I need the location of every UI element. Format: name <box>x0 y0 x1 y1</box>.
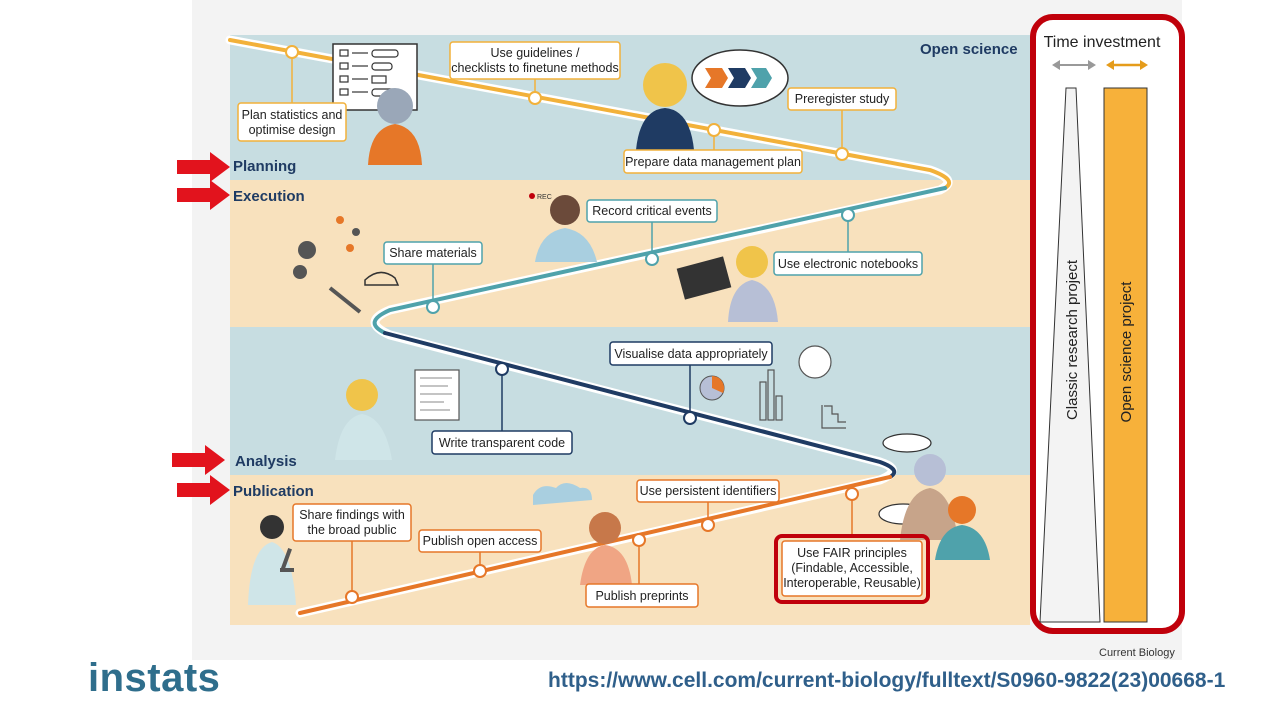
path-planning <box>228 38 951 190</box>
publication-scientists-icon <box>878 433 990 560</box>
open-project-label: Open science project <box>1118 281 1135 423</box>
svg-text:Use electronic notebooks: Use electronic notebooks <box>778 257 918 271</box>
open-project-bar <box>1103 87 1148 623</box>
step-guidelines: Use guidelines / checklists to finetune … <box>449 41 621 80</box>
research-path <box>225 35 953 618</box>
step-plan-statistics: Plan statistics and optimise design <box>237 102 347 142</box>
step-electronic-notebooks: Use electronic notebooks <box>773 251 923 276</box>
svg-text:Visualise data appropriately: Visualise data appropriately <box>614 347 768 361</box>
rec-label: REC <box>537 194 552 201</box>
svg-text:the broad public: the broad public <box>308 523 397 537</box>
svg-text:Publish preprints: Publish preprints <box>595 589 688 603</box>
source-url[interactable]: https://www.cell.com/current-biology/ful… <box>548 669 1226 692</box>
svg-text:Use FAIR principles: Use FAIR principles <box>797 546 907 560</box>
time-investment-panel: Time investment Classic research project… <box>1030 14 1185 634</box>
classic-project-bar <box>1039 87 1101 623</box>
svg-text:checklists to finetune methods: checklists to finetune methods <box>451 61 618 75</box>
data-plots-icon <box>699 345 846 429</box>
phase-arrows <box>172 152 230 505</box>
svg-text:Share findings with: Share findings with <box>299 508 405 522</box>
step-preregister: Preregister study <box>787 87 897 111</box>
step-record-events: Record critical events <box>586 199 718 223</box>
instats-logo: instats <box>88 656 221 700</box>
speaker-planning-icon <box>636 49 789 150</box>
phase-execution: Execution <box>233 188 305 205</box>
classic-project-label: Classic research project <box>1064 259 1081 420</box>
svg-text:Use persistent identifiers: Use persistent identifiers <box>640 484 777 498</box>
laptop-scientist-icon <box>676 246 778 322</box>
recording-scientist-icon: REC <box>529 193 597 262</box>
double-arrow-classic-icon <box>1052 60 1096 70</box>
step-data-management: Prepare data management plan <box>623 149 803 174</box>
time-investment-title: Time investment <box>1044 34 1161 51</box>
path-analysis <box>383 331 897 479</box>
connectors <box>291 58 853 591</box>
step-visualise-data: Visualise data appropriately <box>609 341 773 366</box>
preprint-scientist-icon <box>533 483 632 585</box>
figure-credit: Current Biology <box>1099 647 1175 659</box>
svg-text:Use guidelines /: Use guidelines / <box>491 46 580 60</box>
step-share-findings: Share findings with the broad public <box>292 503 412 542</box>
step-open-access: Publish open access <box>418 529 542 553</box>
path-publication <box>298 475 892 615</box>
scientist-planning-icon <box>368 88 422 165</box>
step-fair-principles: Use FAIR principles (Findable, Accessibl… <box>774 534 930 604</box>
svg-text:Interoperable, Reusable): Interoperable, Reusable) <box>783 576 921 590</box>
svg-text:optimise design: optimise design <box>249 123 336 137</box>
code-scientist-icon <box>335 369 460 460</box>
svg-text:Record critical events: Record critical events <box>592 204 712 218</box>
step-transparent-code: Write transparent code <box>431 430 573 455</box>
svg-text:(Findable, Accessible,: (Findable, Accessible, <box>791 561 913 575</box>
svg-text:Prepare data management plan: Prepare data management plan <box>625 155 801 169</box>
lab-tools-icon <box>293 216 400 314</box>
phase-planning: Planning <box>233 158 296 175</box>
svg-text:Plan statistics and: Plan statistics and <box>242 108 343 122</box>
svg-text:Share materials: Share materials <box>389 246 477 260</box>
phase-analysis: Analysis <box>235 453 297 470</box>
microscope-scientist-icon <box>248 515 296 605</box>
phase-publication: Publication <box>233 483 314 500</box>
open-science-heading: Open science <box>920 41 1018 58</box>
double-arrow-open-icon <box>1106 60 1148 70</box>
step-share-materials: Share materials <box>383 241 483 265</box>
svg-text:Publish open access: Publish open access <box>423 534 538 548</box>
svg-text:Preregister study: Preregister study <box>795 92 890 106</box>
step-preprints: Publish preprints <box>585 583 699 608</box>
path-execution <box>372 186 947 335</box>
svg-text:Write transparent code: Write transparent code <box>439 436 565 450</box>
step-persistent-identifiers: Use persistent identifiers <box>636 479 780 503</box>
